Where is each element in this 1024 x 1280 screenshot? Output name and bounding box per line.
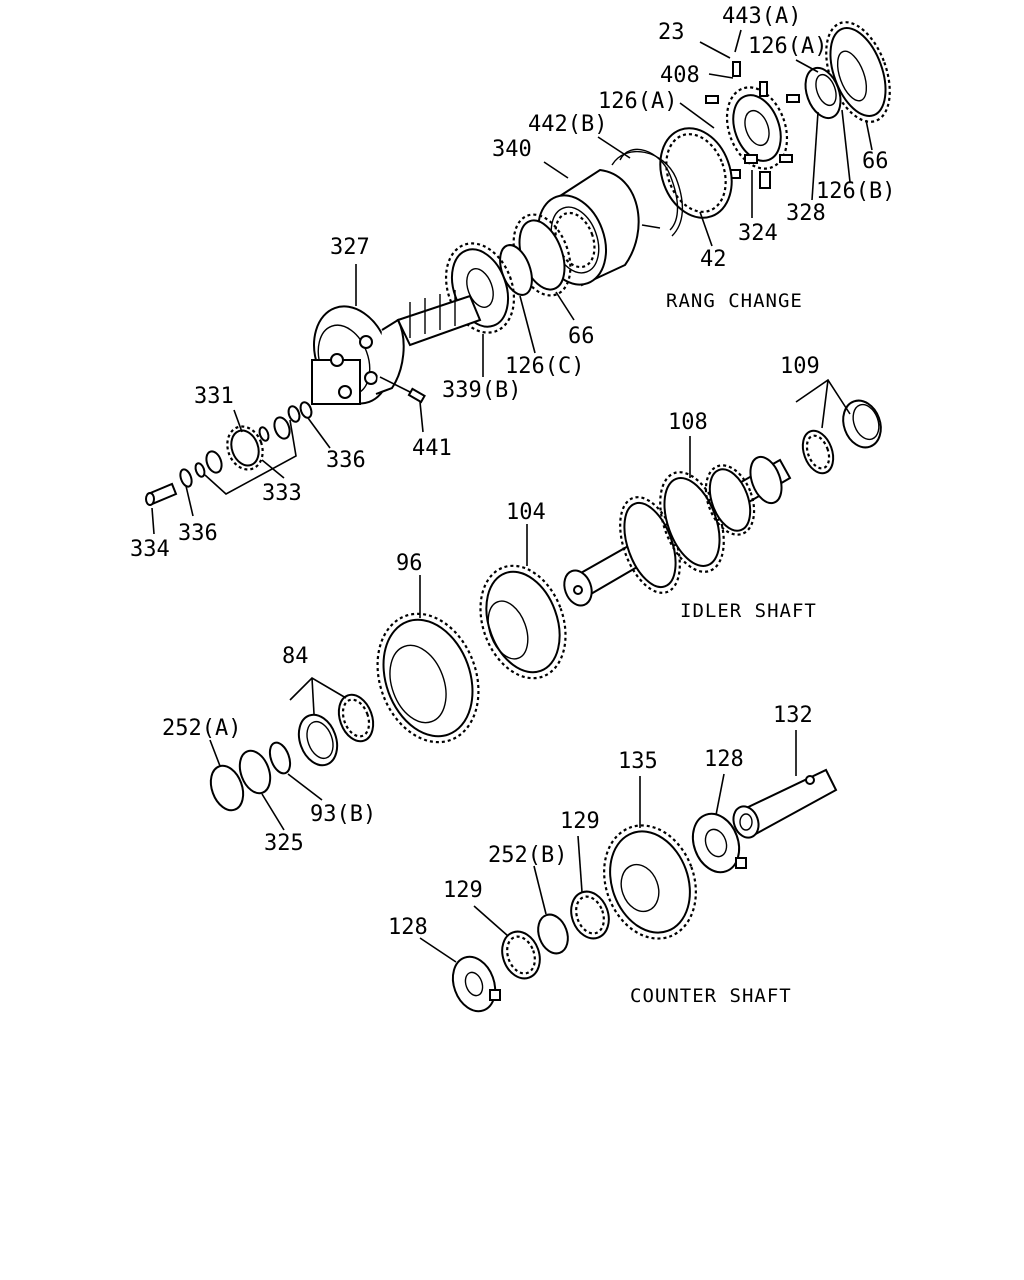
callout-252a: 252(A) [162, 716, 241, 741]
idler-shaft-assembly [209, 378, 882, 831]
callout-135: 135 [618, 749, 658, 774]
part-128-washer-top [691, 812, 747, 874]
part-442b-snap-ring [611, 148, 684, 237]
callout-23: 23 [658, 20, 685, 45]
range-change-assembly [145, 21, 891, 535]
part-324-sync-hub [705, 61, 800, 189]
callout-96: 96 [396, 551, 423, 576]
callout-324: 324 [738, 221, 778, 246]
part-252b-shim [537, 913, 569, 955]
callout-128-low: 128 [388, 915, 428, 940]
section-title-range-change: RANG CHANGE [666, 290, 803, 312]
callout-334: 334 [130, 537, 170, 562]
callout-126a-mid: 126(A) [598, 89, 677, 114]
part-129-bearing-top [570, 890, 610, 940]
callout-104: 104 [506, 500, 546, 525]
part-331-pinion [226, 425, 264, 471]
part-441-pin [379, 376, 426, 404]
part-327-planet-carrier [311, 290, 482, 405]
callout-126c: 126(C) [505, 354, 584, 379]
callout-340: 340 [492, 137, 532, 162]
callout-126a-top: 126(A) [748, 34, 827, 59]
part-104-gear [479, 564, 567, 680]
callout-339b: 339(B) [442, 378, 521, 403]
callout-252b: 252(B) [488, 843, 567, 868]
callout-129-top: 129 [560, 809, 600, 834]
part-96-gear [376, 612, 480, 744]
part-108-idler-shaft [563, 455, 792, 607]
part-93b-snap-ring [268, 741, 292, 775]
counter-shaft-leaders [419, 730, 797, 963]
idler-shaft-leaders [209, 378, 851, 831]
callout-84: 84 [282, 644, 309, 669]
callout-66-mid: 66 [568, 324, 595, 349]
range-change-leaders [151, 29, 873, 535]
part-336-thrust-washer [179, 401, 313, 488]
callout-325: 325 [264, 831, 304, 856]
callout-336-b: 336 [178, 521, 218, 546]
section-title-idler-shaft: IDLER SHAFT [680, 600, 817, 622]
callout-108: 108 [668, 410, 708, 435]
callout-328: 328 [786, 201, 826, 226]
callout-109: 109 [780, 354, 820, 379]
callout-93b: 93(B) [310, 802, 376, 827]
part-135-gear [603, 824, 697, 940]
callout-66-top: 66 [862, 149, 889, 174]
callout-126b: 126(B) [816, 179, 895, 204]
callout-128-top: 128 [704, 747, 744, 772]
counter-shaft-assembly [419, 730, 838, 1013]
part-132-counter-shaft [732, 768, 838, 839]
callout-443a: 443(A) [722, 4, 801, 29]
section-title-counter-shaft: COUNTER SHAFT [630, 985, 792, 1007]
callout-327: 327 [330, 235, 370, 260]
callout-331: 331 [194, 384, 234, 409]
part-325-ring [238, 749, 272, 795]
callout-442b: 442(B) [528, 112, 607, 137]
part-42-sync-ring [659, 127, 733, 219]
part-128-washer-low [451, 955, 501, 1013]
callout-408: 408 [660, 63, 700, 88]
callout-336-a: 336 [326, 448, 366, 473]
part-252a-shim [209, 764, 245, 812]
part-334-pin [145, 482, 178, 506]
callout-441: 441 [412, 436, 452, 461]
callout-129-low: 129 [443, 878, 483, 903]
part-333-needle-bearing [205, 416, 291, 474]
callout-333: 333 [262, 481, 302, 506]
part-84-bearing [297, 693, 375, 767]
part-129-bearing-low [501, 930, 541, 980]
callout-42: 42 [700, 247, 727, 272]
part-109-bearing [801, 399, 882, 475]
callout-132: 132 [773, 703, 813, 728]
part-328-bearing [804, 66, 842, 120]
